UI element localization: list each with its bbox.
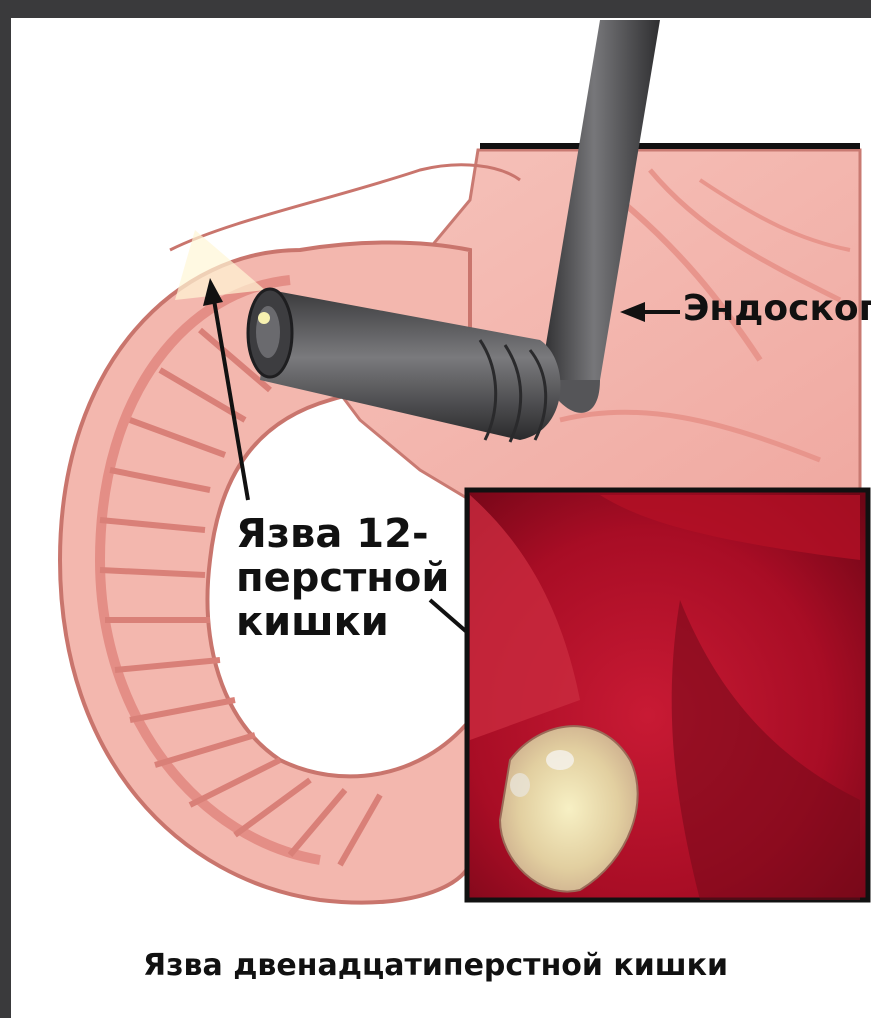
figure-caption: Язва двенадцатиперстной кишки	[0, 948, 871, 983]
ulcer-label-line-3: кишки	[236, 600, 449, 644]
endoscope-label: Эндоскоп	[683, 288, 871, 329]
ulcer-label-line-1: Язва 12-	[236, 512, 449, 556]
ulcer-label: Язва 12- перстной кишки	[236, 512, 449, 644]
ulcer-label-line-2: перстной	[236, 556, 449, 600]
endoscopic-inset	[467, 490, 868, 900]
